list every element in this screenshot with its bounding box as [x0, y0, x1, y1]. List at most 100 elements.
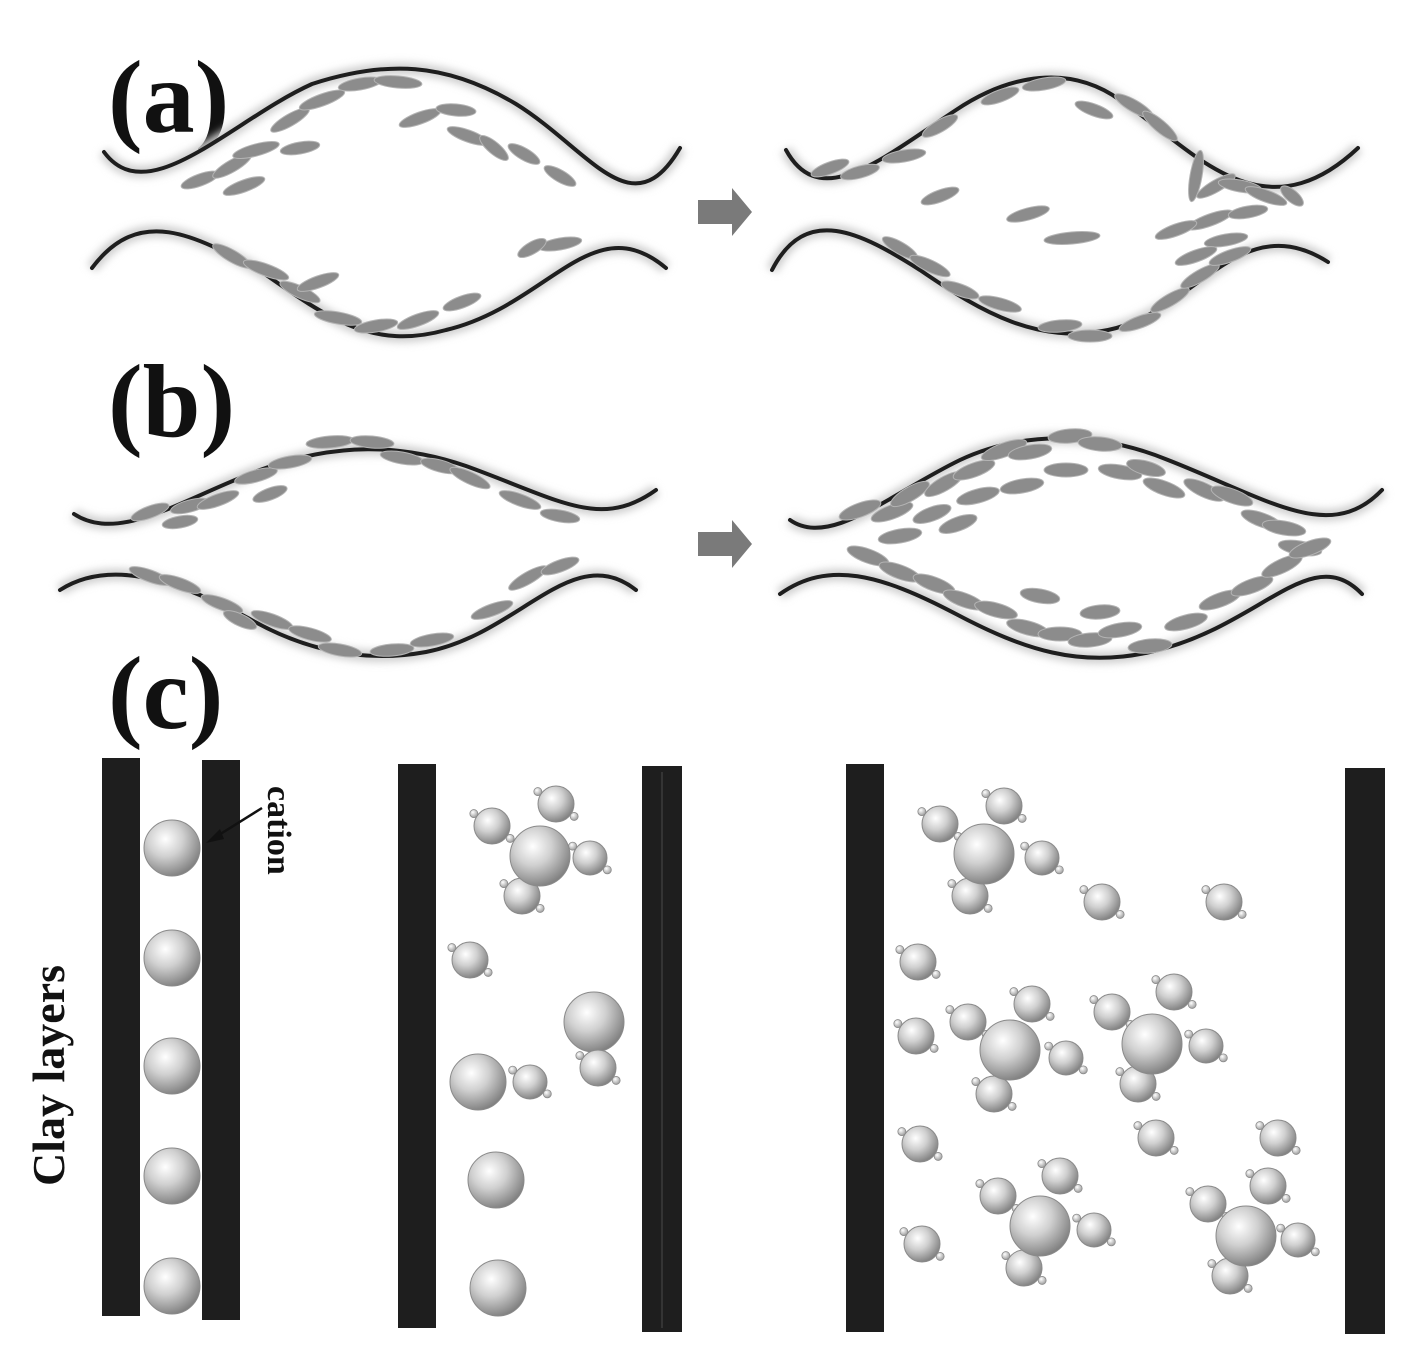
clay-platelet: [912, 504, 952, 524]
water-molecule: [1151, 973, 1197, 1011]
water-molecule: [1072, 1212, 1116, 1248]
hydrogen-atom: [1151, 975, 1161, 984]
sphere-body: [1013, 985, 1051, 1023]
hydrogen-atom: [945, 1005, 955, 1014]
clay-platelet: [1097, 621, 1143, 639]
clay-platelet: [1230, 575, 1274, 597]
water-molecule: [895, 943, 941, 981]
water-molecule: [575, 1049, 621, 1087]
clay-platelet: [222, 610, 258, 630]
hydrogen-atom: [1184, 1029, 1194, 1039]
hydrated-cation: [509, 825, 571, 887]
sphere-body: [953, 823, 1015, 885]
hydrogen-atom: [1020, 841, 1030, 851]
hydrogen-atom: [1044, 1041, 1054, 1051]
clay-platelet: [956, 486, 1000, 506]
water-molecule: [1115, 1065, 1161, 1103]
cation-sphere: [143, 1037, 201, 1095]
sphere-body: [901, 1125, 939, 1163]
hydrogen-atom: [1291, 1146, 1301, 1155]
clay-platelet: [1188, 149, 1204, 203]
sphere-body: [1048, 1040, 1084, 1076]
sphere-body: [473, 807, 511, 845]
sphere-body: [469, 1259, 527, 1317]
water-molecule: [917, 805, 963, 843]
sphere-body: [921, 805, 959, 843]
clay-platelet: [1186, 209, 1234, 231]
clay-layer-bar: [1345, 768, 1385, 1334]
clay-platelet: [1127, 638, 1173, 654]
sphere-body: [563, 991, 625, 1053]
hydrogen-atom: [917, 807, 927, 816]
hydrogen-atom: [1072, 1213, 1082, 1223]
clay-platelet: [1227, 204, 1269, 220]
hydrogen-atom: [611, 1076, 621, 1085]
clay-platelet: [810, 158, 850, 178]
hydrogen-atom: [1037, 1159, 1047, 1168]
water-molecule: [971, 1075, 1017, 1113]
sphere-body: [1259, 1119, 1297, 1157]
clay-platelet: [517, 237, 547, 259]
water-molecule: [975, 1177, 1021, 1215]
hydrogen-atom: [1001, 1251, 1011, 1260]
clay-layer-bar: [398, 764, 436, 1328]
clay-platelet: [1126, 458, 1166, 478]
clay-platelet: [978, 295, 1022, 313]
sphere-body: [899, 943, 937, 981]
water-molecule: [981, 787, 1027, 825]
clay-platelet: [180, 170, 220, 190]
clay-platelet: [449, 466, 491, 490]
hydrated-cation: [1009, 1195, 1071, 1257]
clay-platelet: [1021, 76, 1067, 92]
sphere-body: [1024, 840, 1060, 876]
hydrogen-atom: [1037, 1276, 1047, 1285]
hydrogen-atom: [1017, 814, 1027, 823]
hydrogen-atom: [535, 904, 545, 913]
water-molecule: [1044, 1040, 1088, 1076]
hydrated-cation: [979, 1019, 1041, 1081]
hydrogen-atom: [1009, 987, 1019, 996]
clay-platelet: [498, 490, 542, 510]
clay-platelet: [1074, 100, 1114, 120]
hydrogen-atom: [1310, 1247, 1320, 1257]
clay-platelet: [296, 272, 340, 292]
clay-platelet: [313, 310, 363, 326]
clay-platelet: [1118, 312, 1162, 332]
hydrogen-atom: [1237, 910, 1247, 919]
water-molecule: [1037, 1157, 1083, 1195]
hydrogen-atom: [1007, 1102, 1017, 1111]
water-molecule: [1276, 1222, 1320, 1258]
clay-platelet: [543, 165, 577, 187]
hydrogen-atom: [933, 1152, 943, 1161]
clay-platelet: [369, 643, 415, 657]
clay-layer-bar: [102, 758, 140, 1316]
sphere-body: [1205, 883, 1243, 921]
hydrogen-atom: [1115, 910, 1125, 919]
clay-platelet: [252, 485, 288, 503]
clay-platelet: [161, 514, 199, 530]
hydrated-cation: [1121, 1013, 1183, 1075]
clay-platelet: [353, 318, 399, 334]
hydrogen-atom: [1201, 885, 1211, 894]
cation-sphere: [143, 819, 201, 877]
clay-platelet: [158, 574, 202, 594]
hydrogen-atom: [929, 1044, 939, 1053]
cation-label: cation: [260, 786, 297, 875]
water-molecule: [568, 840, 612, 876]
hydrogen-atom: [935, 1252, 945, 1261]
hydrogen-atom: [505, 834, 515, 843]
sphere-body: [143, 929, 201, 987]
sphere-body: [1076, 1212, 1112, 1248]
clay-platelet: [890, 480, 930, 508]
hydrogen-atom: [447, 943, 457, 952]
clay-platelet: [540, 556, 580, 576]
water-molecule: [499, 877, 545, 915]
hydrogen-atom: [1245, 1169, 1255, 1178]
sphere-body: [143, 1037, 201, 1095]
hydrogen-atom: [983, 904, 993, 913]
hydrogen-atom: [931, 970, 941, 979]
hydrogen-atom: [1281, 1194, 1291, 1203]
arrow-b: [698, 520, 752, 568]
hydrogen-atom: [895, 945, 905, 954]
